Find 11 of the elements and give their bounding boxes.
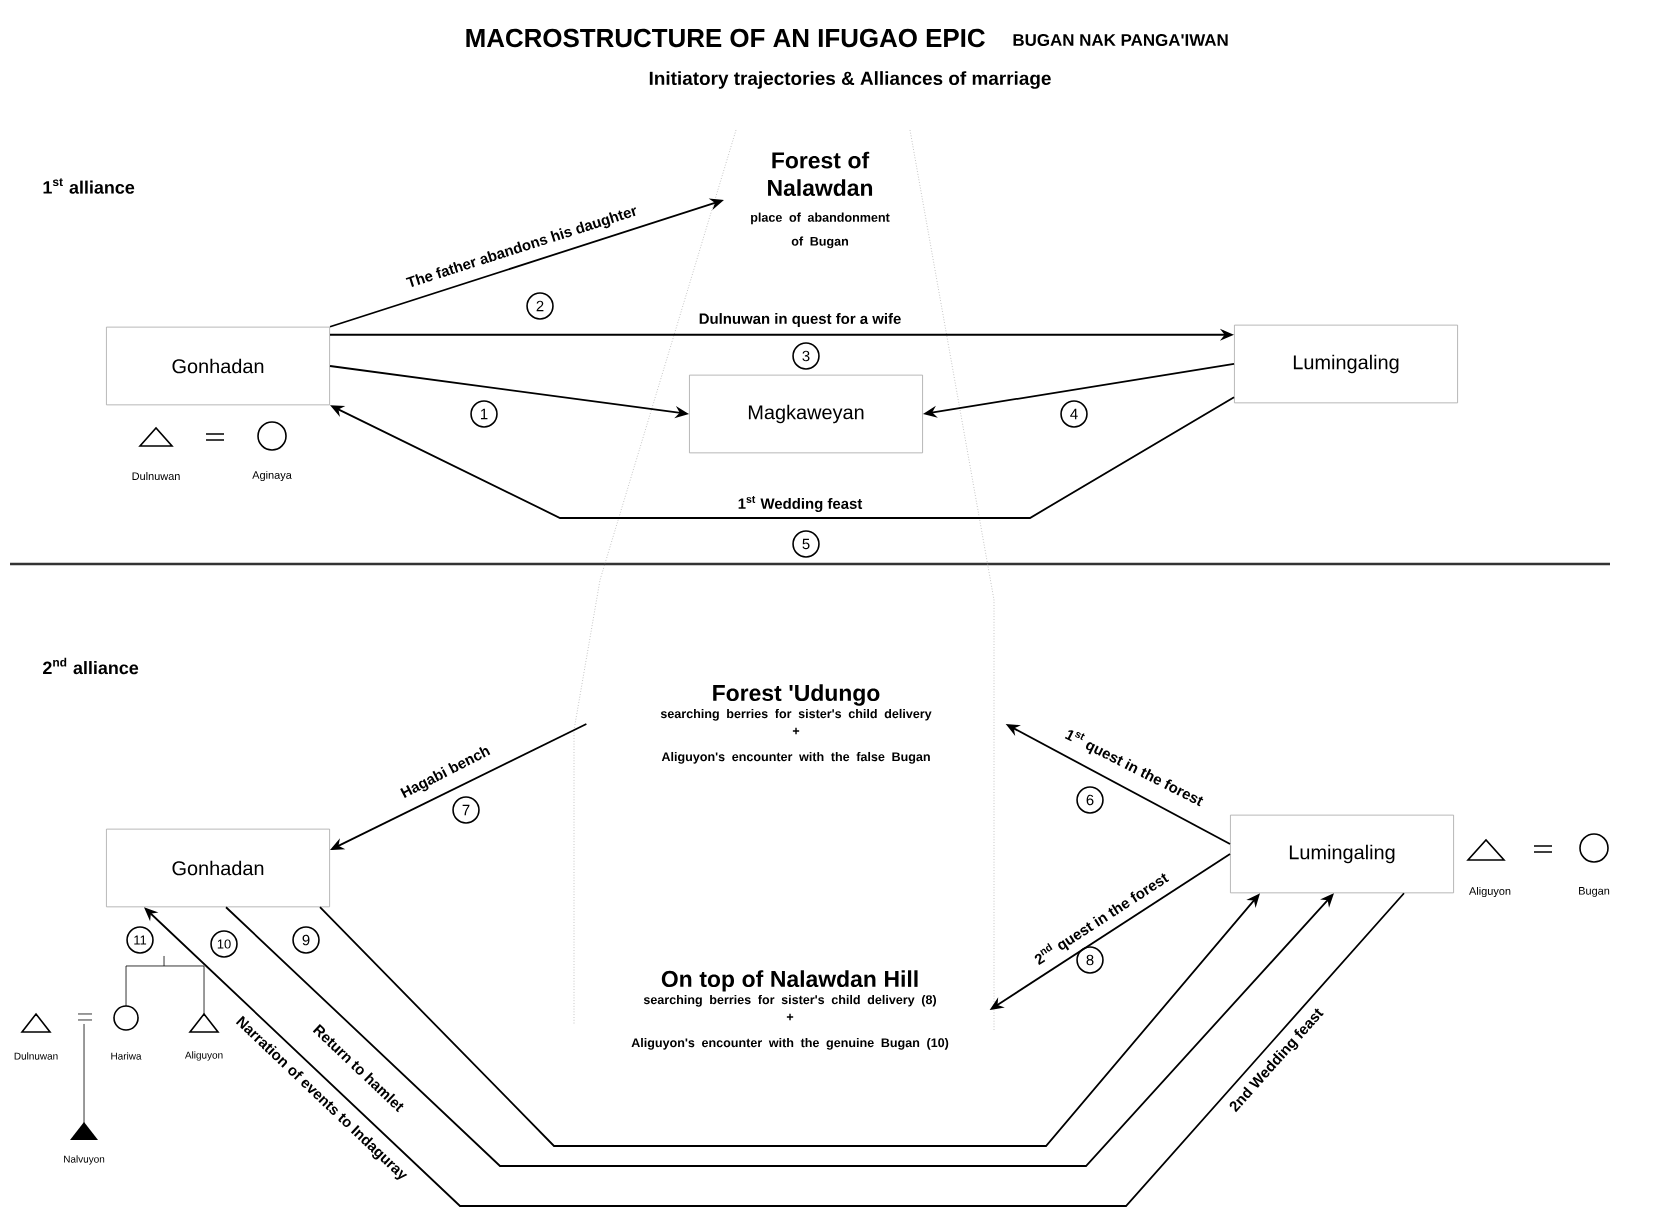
place-box: Lumingaling	[1234, 324, 1458, 404]
section-label: 1$^{st}$ alliance	[43, 178, 135, 194]
place-box: Lumingaling	[1230, 814, 1454, 894]
place-box: Gonhadan	[106, 828, 330, 908]
arrow	[144, 892, 1405, 1207]
subtitle: Initiatory trajectories & Alliances of marriage	[649, 71, 1051, 89]
title: MACROSTRUCTURE OF AN IFUGAO EPIC	[466, 28, 985, 48]
place-box: Magkaweyan	[689, 374, 923, 454]
subtitle: BUGAN NAK PANGA'IWAN	[1013, 34, 1228, 46]
place-box: Gonhadan	[106, 326, 330, 406]
section-label: 2$^{nd}$ alliance	[43, 657, 139, 675]
